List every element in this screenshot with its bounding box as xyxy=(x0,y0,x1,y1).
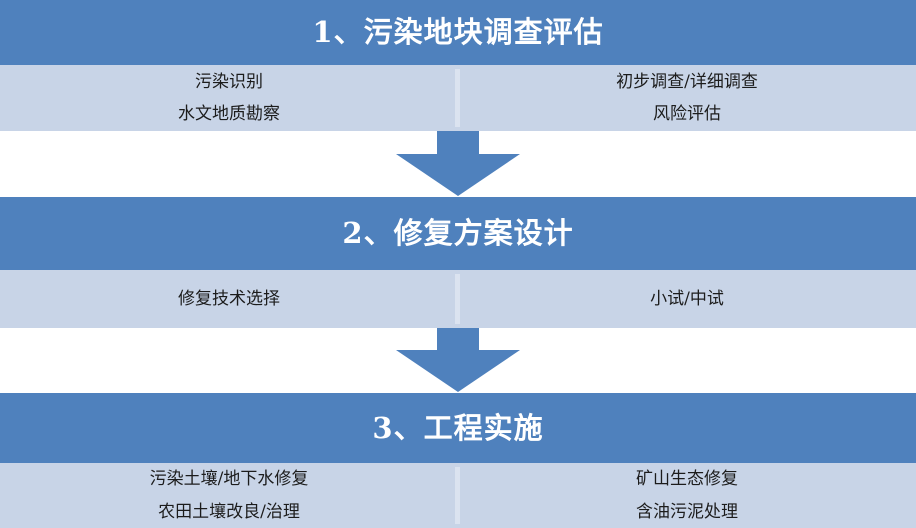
stage-3-title: 3、工程实施 xyxy=(372,410,544,445)
down-arrow-icon-2 xyxy=(396,328,520,392)
stage-1-right-item-1: 初步调查/详细调查 xyxy=(616,71,758,92)
connector-zone-2 xyxy=(0,328,916,393)
stage-1-left-item-2: 水文地质勘察 xyxy=(178,104,280,124)
stage-3-right-item-2: 含油污泥处理 xyxy=(636,501,738,522)
stage-1-right-item-2: 风险评估 xyxy=(653,104,721,124)
stage-1-left-item-1: 污染识别 xyxy=(195,71,263,92)
stage-1-left-column: 污染识别 水文地质勘察 xyxy=(0,65,458,131)
stage-3-right-item-1: 矿山生态修复 xyxy=(636,469,738,490)
stage-2-left-column: 修复技术选择 xyxy=(0,270,458,328)
stage-3-right-column: 矿山生态修复 含油污泥处理 xyxy=(455,463,916,528)
stage-2-right-column: 小试/中试 xyxy=(455,270,916,328)
stage-3-body: 污染土壤/地下水修复 农田土壤改良/治理 矿山生态修复 含油污泥处理 xyxy=(0,463,916,528)
stage-3-left-column: 污染土壤/地下水修复 农田土壤改良/治理 xyxy=(0,463,458,528)
stage-1-header: 1、污染地块调查评估 xyxy=(0,0,916,65)
stage-2-title: 2、修复方案设计 xyxy=(342,216,574,250)
stage-1-body: 污染识别 水文地质勘察 初步调查/详细调查 风险评估 xyxy=(0,65,916,131)
down-arrow-icon-1 xyxy=(396,131,520,196)
stage-3-left-item-2: 农田土壤改良/治理 xyxy=(158,501,300,522)
stage-3-header: 3、工程实施 xyxy=(0,393,916,463)
stage-2-right-item-1: 小试/中试 xyxy=(650,288,724,309)
stage-2-body: 修复技术选择 小试/中试 xyxy=(0,270,916,328)
stage-2-header: 2、修复方案设计 xyxy=(0,197,916,270)
stage-2-left-item-1: 修复技术选择 xyxy=(178,288,280,309)
stage-1-right-column: 初步调查/详细调查 风险评估 xyxy=(455,65,916,131)
stage-1-title: 1、污染地块调查评估 xyxy=(312,15,604,49)
connector-zone-1 xyxy=(0,131,916,197)
stage-3-left-item-1: 污染土壤/地下水修复 xyxy=(149,469,309,490)
